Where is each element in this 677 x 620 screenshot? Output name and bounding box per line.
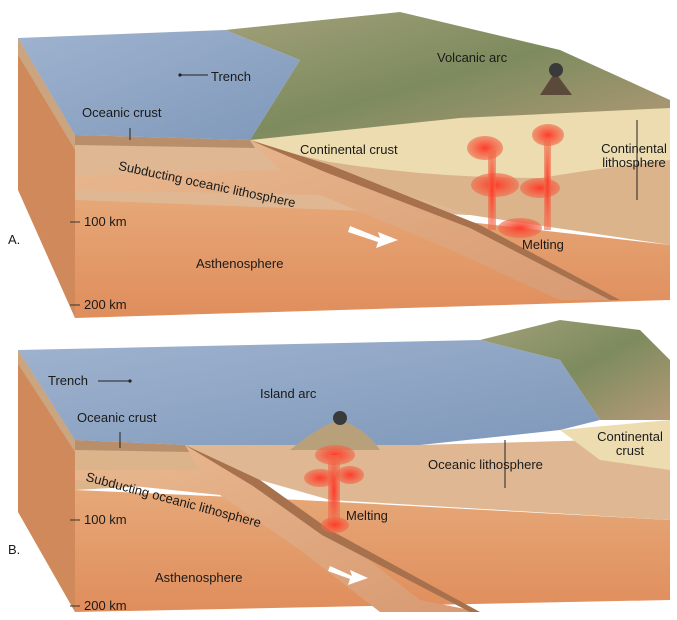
b-depth-100-label: 100 km	[84, 513, 127, 527]
block-b-volcano-plume	[333, 411, 347, 425]
a-continental-crust-label: Continental crust	[300, 143, 398, 157]
block-b-trench-dot	[128, 379, 131, 382]
panel-a-letter: A.	[8, 233, 20, 247]
b-continental-crust-label-2: crust	[590, 444, 670, 458]
b-asthenosphere-label: Asthenosphere	[155, 571, 242, 585]
a-depth-100-label: 100 km	[84, 215, 127, 229]
b-trench-label: Trench	[48, 374, 88, 388]
block-a-trench-dot	[178, 73, 181, 76]
b-continental-crust-label-1: Continental	[590, 430, 670, 444]
diagram-b	[18, 320, 670, 612]
b-depth-200-label: 200 km	[84, 599, 127, 613]
b-melting-label: Melting	[346, 509, 388, 523]
a-volcanic-arc-label: Volcanic arc	[437, 51, 507, 65]
diagram-a	[18, 12, 670, 318]
a-oceanic-crust-label: Oceanic crust	[82, 106, 161, 120]
panel-b-letter: B.	[8, 543, 20, 557]
a-melting-label: Melting	[522, 238, 564, 252]
a-trench-label: Trench	[211, 70, 251, 84]
a-asthenosphere-label: Asthenosphere	[196, 257, 283, 271]
block-a-volcano-plume	[549, 63, 563, 77]
a-continental-lithosphere-label-1: Continental	[594, 142, 674, 156]
a-depth-200-label: 200 km	[84, 298, 127, 312]
b-island-arc-label: Island arc	[260, 387, 316, 401]
a-continental-lithosphere-label-2: lithosphere	[594, 156, 674, 170]
b-oceanic-lithosphere-label: Oceanic lithosphere	[428, 458, 543, 472]
b-oceanic-crust-label: Oceanic crust	[77, 411, 156, 425]
